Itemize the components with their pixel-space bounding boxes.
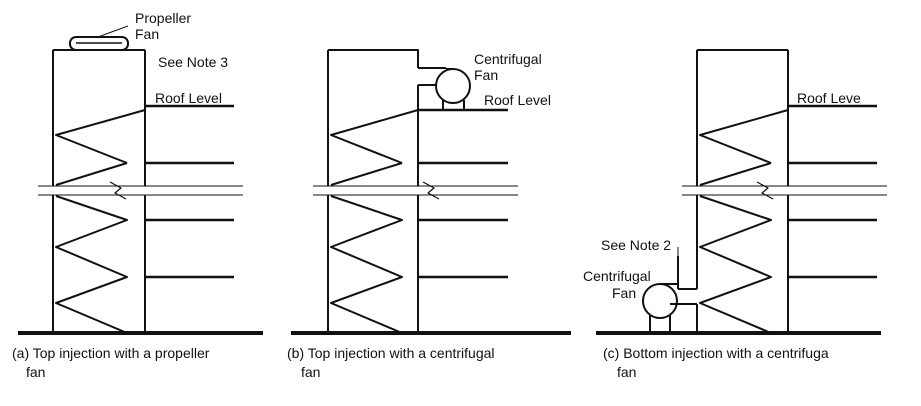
stair-flight (330, 109, 419, 164)
caption-line1: (b) Top injection with a centrifugal (287, 345, 495, 361)
panel-c: Roof Leve See Note 2 Centrifugal Fan (c)… (583, 49, 887, 380)
fan-leader-line (97, 25, 129, 38)
roof-label: Roof Leve (797, 90, 861, 106)
stair-flight (699, 162, 772, 186)
stair-flight (699, 109, 789, 164)
propeller-fan-icon (69, 36, 129, 51)
roof-label: Roof Level (155, 90, 222, 106)
note-label: See Note 3 (158, 54, 228, 70)
stair-flight (330, 195, 403, 334)
break-gap (313, 186, 518, 195)
panel-a: Propeller Fan See Note 3 Roof Level (a) … (12, 10, 263, 380)
centrifugal-fan-icon (642, 256, 697, 333)
centrifugal-fan-icon (418, 67, 471, 110)
roof-label: Roof Level (484, 92, 551, 108)
caption-line1: (c) Bottom injection with a centrifuga (603, 345, 829, 361)
fan-label-line1: Propeller (135, 10, 191, 26)
caption-line2: fan (301, 364, 320, 380)
stair-flight (55, 195, 128, 334)
panel-b: Centrifugal Fan Roof Level (b) Top injec… (287, 49, 571, 380)
fan-label-line2: Fan (474, 67, 498, 83)
break-symbol-icon (756, 181, 774, 200)
note-label: See Note 2 (601, 237, 671, 253)
break-gap (38, 186, 243, 195)
stair-flight (699, 195, 772, 334)
stair-flight (330, 162, 403, 186)
break-symbol-icon (422, 181, 440, 200)
fan-label-line1: Centrifugal (583, 268, 651, 284)
shaft-top (328, 49, 419, 68)
caption-line2: fan (26, 364, 45, 380)
fan-label-line2: Fan (612, 285, 636, 301)
break-gap (682, 186, 887, 195)
fan-label-line2: Fan (135, 26, 159, 42)
caption-line2: fan (617, 364, 636, 380)
fan-label-line1: Centrifugal (474, 51, 542, 67)
caption-line1: (a) Top injection with a propeller (12, 345, 210, 361)
stair-flight (55, 162, 128, 186)
stair-flight (55, 109, 146, 164)
break-symbol-icon (109, 181, 127, 200)
